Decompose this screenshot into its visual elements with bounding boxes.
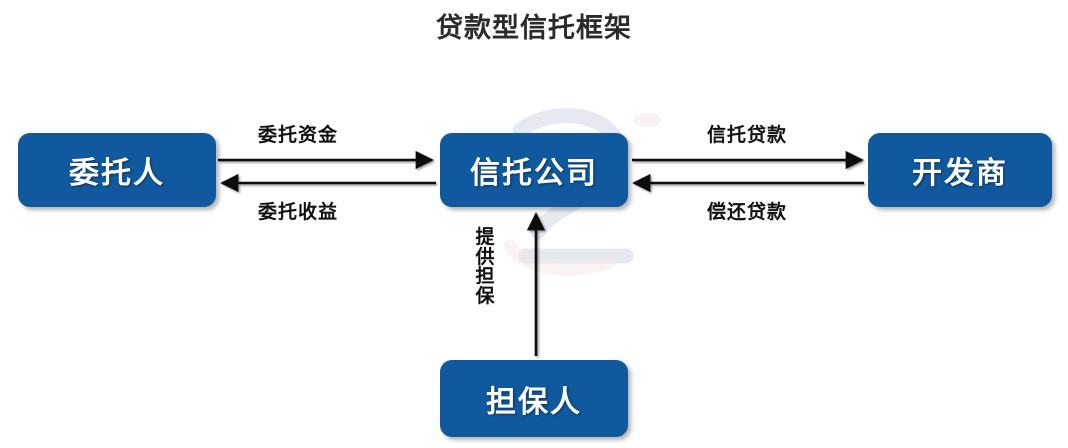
edge-label-provide-guarantee: 提 供 担 保 — [474, 228, 496, 306]
edge-label-provide-guarantee-char-3: 担 — [475, 266, 495, 288]
edge-label-provide-guarantee-char-1: 提 — [475, 227, 495, 248]
node-trustor[interactable]: 委托人 — [18, 133, 216, 207]
node-developer[interactable]: 开发商 — [868, 133, 1052, 207]
edge-label-entrusted-returns: 委托收益 — [258, 202, 339, 223]
edge-label-provide-guarantee-char-2: 供 — [475, 246, 495, 268]
page-title: 贷款型信托框架 — [436, 13, 632, 43]
edge-label-repay-loan: 偿还贷款 — [707, 202, 788, 223]
edge-label-entrusted-funds: 委托资金 — [258, 125, 339, 146]
node-guarantor[interactable]: 担保人 — [440, 360, 628, 437]
edge-label-trust-loan: 信托贷款 — [707, 125, 788, 146]
node-trust-company[interactable]: 信托公司 — [440, 133, 628, 207]
edge-label-provide-guarantee-char-4: 保 — [475, 285, 495, 307]
